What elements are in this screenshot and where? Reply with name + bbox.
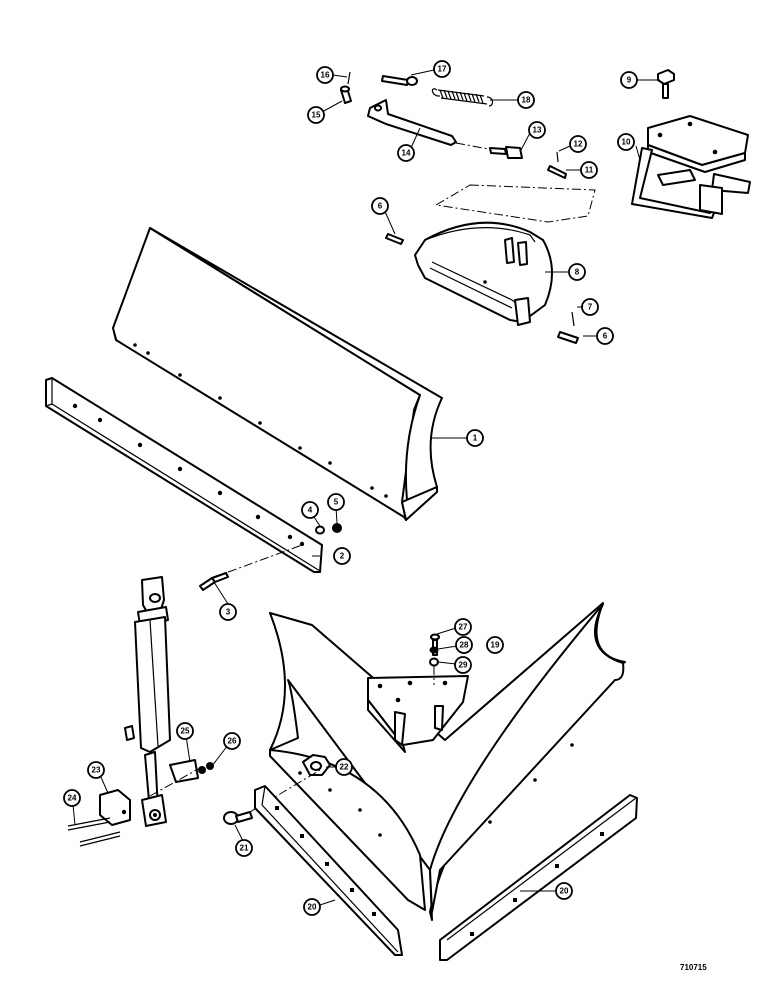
svg-text:22: 22 xyxy=(340,763,349,772)
callout-22: 22 xyxy=(335,758,353,776)
callout-6-lower: 6 xyxy=(596,327,614,345)
v-plow-cutting-edges xyxy=(254,785,638,961)
svg-text:28: 28 xyxy=(460,641,469,650)
svg-text:21: 21 xyxy=(240,844,249,853)
callout-21: 21 xyxy=(235,839,253,857)
callout-14: 14 xyxy=(397,144,415,162)
svg-text:11: 11 xyxy=(585,166,594,175)
bolt-nut-washer xyxy=(199,523,342,591)
svg-text:1: 1 xyxy=(473,434,478,443)
callout-27: 27 xyxy=(454,618,472,636)
svg-text:29: 29 xyxy=(459,661,468,670)
callout-10: 10 xyxy=(617,133,635,151)
callout-26: 26 xyxy=(223,732,241,750)
pivot-frame xyxy=(385,221,579,344)
callout-19: 19 xyxy=(486,636,504,654)
svg-text:16: 16 xyxy=(321,71,330,80)
svg-text:8: 8 xyxy=(575,268,580,277)
svg-text:15: 15 xyxy=(312,111,321,120)
callout-28: 28 xyxy=(455,636,473,654)
svg-text:26: 26 xyxy=(228,737,237,746)
svg-text:4: 4 xyxy=(308,506,313,515)
svg-text:6: 6 xyxy=(378,202,383,211)
callout-7: 7 xyxy=(581,298,599,316)
svg-text:24: 24 xyxy=(68,794,77,803)
callout-18: 18 xyxy=(517,91,535,109)
svg-text:13: 13 xyxy=(533,126,542,135)
svg-text:6: 6 xyxy=(603,332,608,341)
svg-text:19: 19 xyxy=(491,641,500,650)
v-plow xyxy=(223,602,626,921)
cutting-edge xyxy=(45,377,323,573)
svg-text:27: 27 xyxy=(459,623,468,632)
callout-9: 9 xyxy=(620,71,638,89)
callout-8: 8 xyxy=(568,263,586,281)
dozer-blade xyxy=(112,227,443,521)
callout-2: 2 xyxy=(333,547,351,565)
cylinder-mount-blocks xyxy=(67,759,214,847)
hydraulic-cylinder xyxy=(124,576,171,827)
svg-text:18: 18 xyxy=(522,96,531,105)
svg-text:2: 2 xyxy=(340,552,345,561)
svg-text:7: 7 xyxy=(588,303,593,312)
callout-20-right: 20 xyxy=(555,882,573,900)
svg-text:23: 23 xyxy=(92,766,101,775)
callout-3: 3 xyxy=(219,603,237,621)
svg-text:17: 17 xyxy=(438,65,447,74)
callout-4: 4 xyxy=(301,501,319,519)
callout-6-upper: 6 xyxy=(371,197,389,215)
callout-13: 13 xyxy=(528,121,546,139)
svg-text:14: 14 xyxy=(402,149,411,158)
svg-text:3: 3 xyxy=(226,608,231,617)
drawing-code: 710715 xyxy=(680,963,707,972)
svg-text:20: 20 xyxy=(308,903,317,912)
callout-12: 12 xyxy=(569,135,587,153)
callout-24: 24 xyxy=(63,789,81,807)
upper-hardware xyxy=(340,71,596,223)
svg-text:25: 25 xyxy=(181,727,190,736)
callout-23: 23 xyxy=(87,761,105,779)
svg-text:20: 20 xyxy=(560,887,569,896)
callout-29: 29 xyxy=(454,656,472,674)
svg-text:12: 12 xyxy=(574,140,583,149)
svg-text:10: 10 xyxy=(622,138,631,147)
svg-text:5: 5 xyxy=(334,498,339,507)
svg-text:9: 9 xyxy=(627,76,632,85)
callout-15: 15 xyxy=(307,106,325,124)
callout-25: 25 xyxy=(176,722,194,740)
callout-16: 16 xyxy=(316,66,334,84)
mounting-bracket xyxy=(631,69,751,219)
callout-17: 17 xyxy=(433,60,451,78)
callout-20-left: 20 xyxy=(303,898,321,916)
callout-1: 1 xyxy=(466,429,484,447)
callout-11: 11 xyxy=(580,161,598,179)
callout-5: 5 xyxy=(327,493,345,511)
